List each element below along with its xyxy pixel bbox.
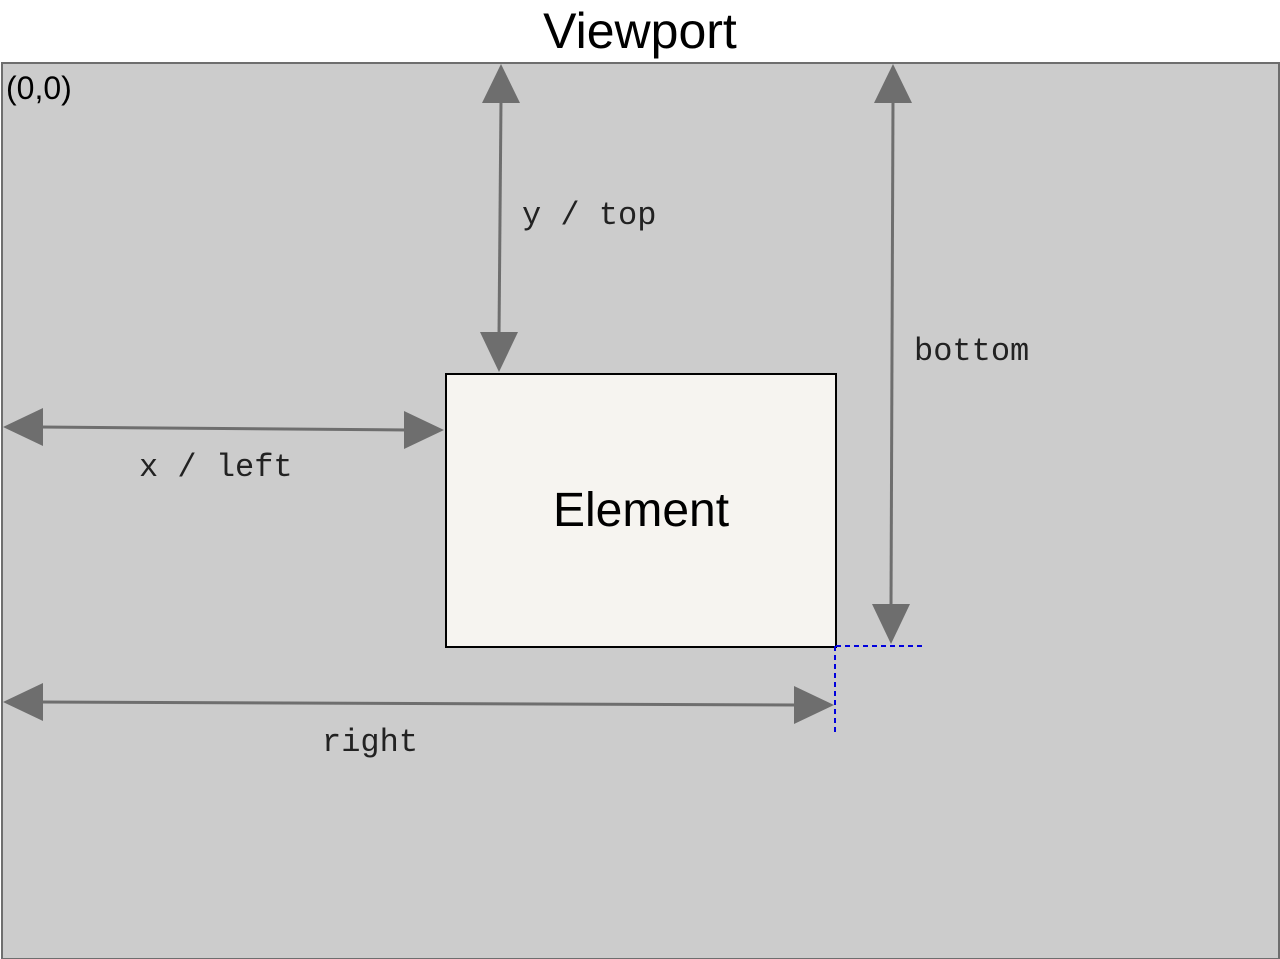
bottom-label: bottom <box>914 333 1030 370</box>
right-label: right <box>322 724 419 761</box>
viewport-title: Viewport <box>543 3 737 59</box>
x-left-label: x / left <box>139 449 293 486</box>
element-label: Element <box>552 484 730 537</box>
element-box: Element <box>445 373 837 648</box>
y-top-label: y / top <box>522 197 657 234</box>
origin-label: (0,0) <box>6 70 72 106</box>
